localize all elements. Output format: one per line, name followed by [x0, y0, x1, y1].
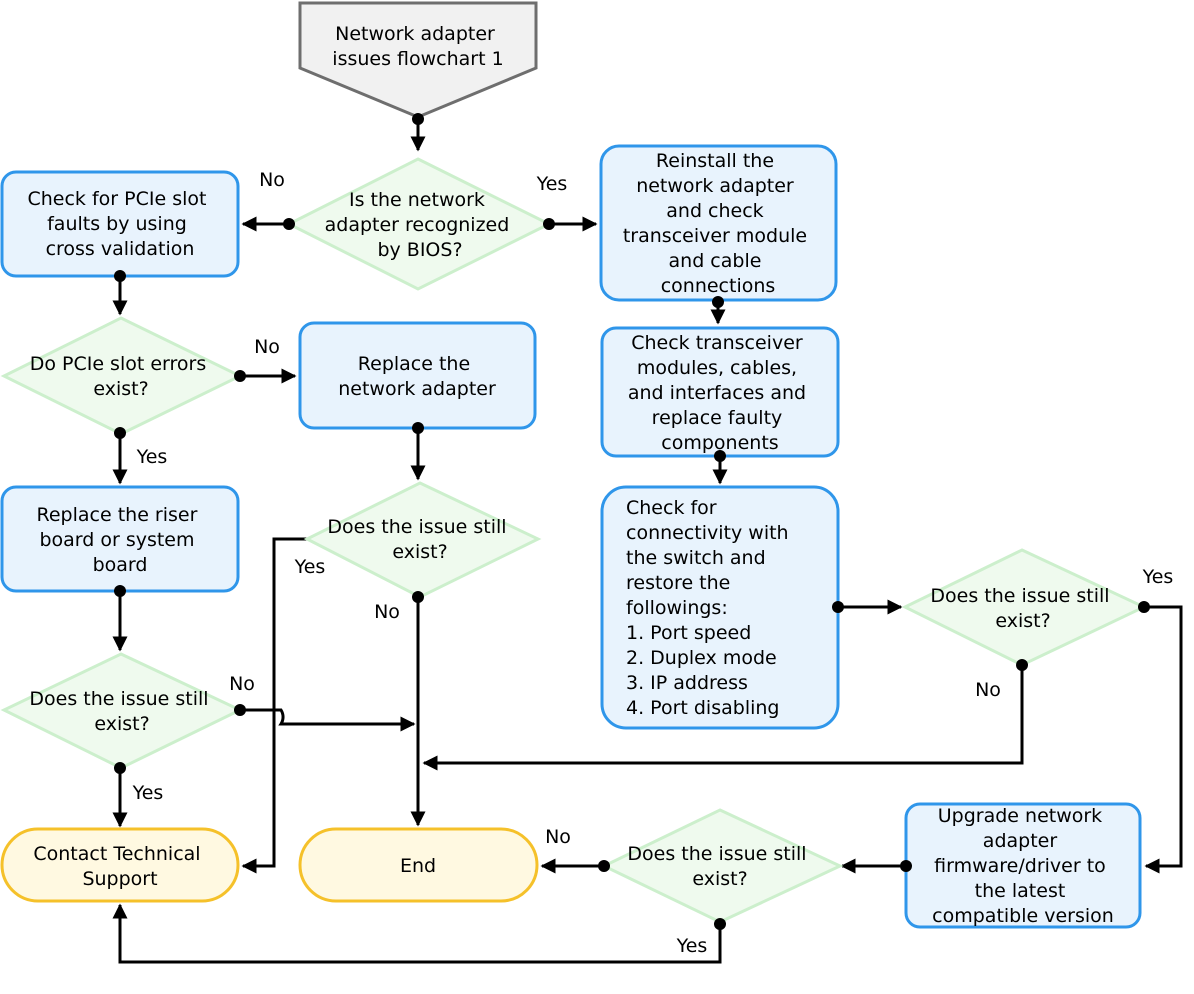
pcie-check-step-text: Check for PCIe slot faults by using cros…	[27, 188, 212, 260]
start-node-text: Network adapter issues flowchart 1	[332, 23, 503, 70]
edge-q4-yes	[112, 903, 722, 964]
label-q1-yes: Yes	[294, 556, 326, 578]
label-q1-no: No	[374, 601, 400, 623]
label-pcie-yes: Yes	[136, 446, 168, 468]
edge-q2-yes	[1144, 605, 1183, 874]
reinstall-step: Reinstall the network adapter and check …	[599, 144, 838, 302]
edge-labels: No Yes No Yes Yes No Yes No No Yes No Ye…	[132, 169, 1174, 957]
connector-dot	[234, 704, 246, 716]
connectivity-step: Check for connectivity with the switch a…	[600, 485, 840, 730]
connector-dot	[114, 762, 126, 774]
connector-dot	[114, 585, 126, 597]
connector-dot	[412, 422, 424, 434]
label-q3-yes: Yes	[132, 782, 164, 804]
issue-decision-2: Does the issue still exist?	[901, 548, 1148, 667]
connector-dot	[712, 296, 724, 308]
bios-decision-text: Is the network adapter recognized by BIO…	[325, 189, 516, 261]
connector-dot	[412, 113, 424, 125]
pcie-errors-decision-text: Do PCIe slot errors exist?	[30, 353, 213, 400]
connector-dot	[832, 601, 844, 613]
upgrade-step: Upgrade network adapter firmware/driver …	[904, 802, 1142, 929]
label-bios-yes: Yes	[536, 173, 568, 195]
connector-dot	[543, 218, 555, 230]
connector-dot	[114, 270, 126, 282]
label-pcie-no: No	[254, 336, 280, 358]
edge-q1-yes	[241, 537, 307, 874]
connectors	[112, 119, 1183, 964]
connector-dot	[1138, 601, 1150, 613]
end-text: End	[400, 855, 436, 877]
pcie-errors-decision: Do PCIe slot errors exist?	[0, 316, 244, 436]
issue-decision-4-text: Does the issue still exist?	[627, 843, 812, 890]
end-terminal: End	[298, 827, 539, 903]
connector-dot	[714, 450, 726, 462]
edge-q2-no	[422, 665, 1024, 771]
edge-q3-no	[240, 708, 416, 732]
connectivity-step-text: Check for connectivity with the switch a…	[626, 497, 795, 719]
connector-dot	[114, 427, 126, 439]
issue-decision-1: Does the issue still exist?	[303, 481, 542, 599]
issue-decision-2-text: Does the issue still exist?	[930, 585, 1115, 632]
label-q2-no: No	[975, 679, 1001, 701]
pcie-check-step: Check for PCIe slot faults by using cros…	[0, 170, 240, 278]
connector-dots	[114, 113, 1150, 930]
replace-adapter-step: Replace the network adapter	[298, 321, 537, 430]
issue-decision-3-text: Does the issue still exist?	[29, 688, 214, 735]
issue-decision-1-text: Does the issue still exist?	[327, 516, 512, 563]
connector-dot	[412, 591, 424, 603]
connector-dot	[714, 918, 726, 930]
connector-dot	[900, 860, 912, 872]
label-q3-no: No	[229, 673, 255, 695]
issue-decision-4: Does the issue still exist?	[600, 808, 844, 924]
reinstall-step-text: Reinstall the network adapter and check …	[623, 150, 813, 297]
start-node: Network adapter issues flowchart 1	[298, 1, 538, 119]
connector-dot	[283, 218, 295, 230]
contact-support-text: Contact Technical Support	[33, 843, 206, 890]
check-transceiver-step: Check transceiver modules, cables, and i…	[600, 326, 840, 458]
issue-decision-3: Does the issue still exist?	[0, 652, 244, 770]
replace-riser-step-text: Replace the riser board or system board	[37, 504, 204, 576]
label-q4-no: No	[545, 826, 571, 848]
label-q2-yes: Yes	[1142, 566, 1174, 588]
replace-adapter-step-text: Replace the network adapter	[338, 353, 496, 400]
connector-dot	[234, 370, 246, 382]
contact-support-terminal: Contact Technical Support	[0, 827, 240, 903]
bios-decision: Is the network adapter recognized by BIO…	[285, 157, 553, 291]
upgrade-step-text: Upgrade network adapter firmware/driver …	[932, 805, 1114, 927]
label-q4-yes: Yes	[676, 935, 708, 957]
label-bios-no: No	[259, 169, 285, 191]
replace-riser-step: Replace the riser board or system board	[0, 485, 240, 593]
connector-dot	[1016, 659, 1028, 671]
check-transceiver-step-text: Check transceiver modules, cables, and i…	[628, 332, 812, 454]
connector-dot	[598, 860, 610, 872]
